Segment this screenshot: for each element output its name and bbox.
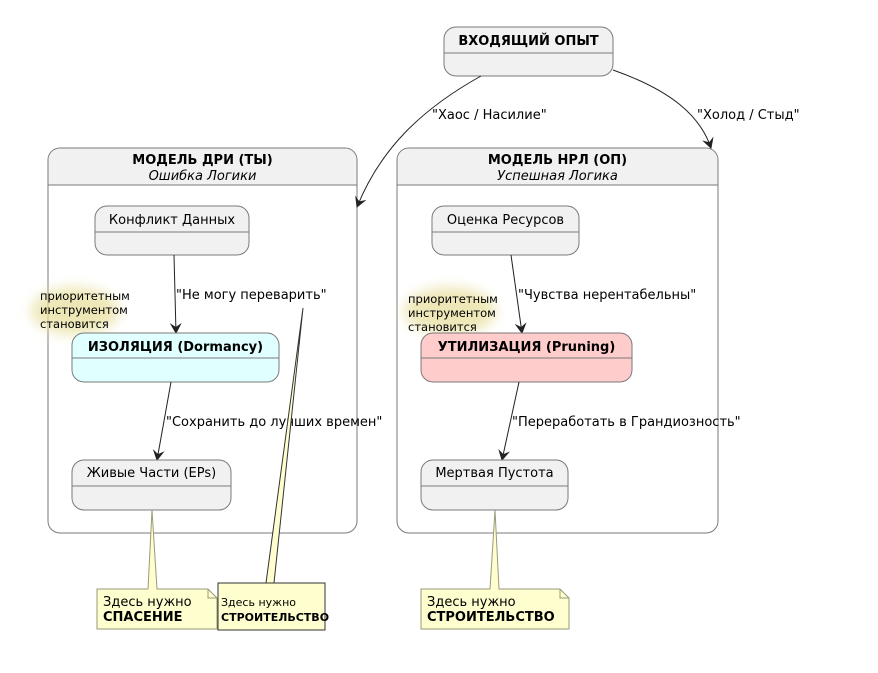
state-label: ИЗОЛЯЦИЯ (Dormancy) <box>88 340 263 355</box>
state-incoming-title: ВХОДЯЩИЙ ОПЫТ <box>458 33 598 49</box>
transition-cold-shame[interactable]: "Холод / Стыд" <box>612 69 800 149</box>
note-construction-nrl[interactable]: Здесь нужно СТРОИТЕЛЬСТВО <box>420 509 570 630</box>
side-note-nrl: приоритетным инструментом становится <box>404 287 498 335</box>
note-line2: СПАСЕНИЕ <box>103 610 183 625</box>
svg-text:инструментом: инструментом <box>40 303 128 317</box>
transition-label: "Переработать в Грандиозность" <box>512 415 741 430</box>
transition-label: "Холод / Стыд" <box>697 108 800 123</box>
container-nrl-subtitle: Успешная Логика <box>497 169 618 184</box>
note-line1: Здесь нужно <box>221 596 296 609</box>
svg-text:приоритетным: приоритетным <box>408 292 498 306</box>
note-construction-dri[interactable]: Здесь нужно СТРОИТЕЛЬСТВО <box>217 307 329 631</box>
transition-save-for-better-times[interactable]: "Сохранить до лучших времен" <box>152 381 382 461</box>
container-nrl-title: МОДЕЛЬ НРЛ (ОП) <box>488 153 627 168</box>
state-incoming-experience[interactable]: ВХОДЯЩИЙ ОПЫТ <box>443 26 614 77</box>
state-dead-void[interactable]: Мертвая Пустота <box>420 459 569 511</box>
state-utilization[interactable]: УТИЛИЗАЦИЯ (Pruning) <box>420 332 633 383</box>
state-label: УТИЛИЗАЦИЯ (Pruning) <box>438 340 616 355</box>
transition-label: "Сохранить до лучших времен" <box>166 415 382 430</box>
side-note-dri: приоритетным инструментом становится <box>31 287 130 335</box>
state-live-parts[interactable]: Живые Части (EPs) <box>71 459 232 511</box>
note-rescue[interactable]: Здесь нужно СПАСЕНИЕ <box>96 509 218 630</box>
container-dri-subtitle: Ошибка Логики <box>149 169 257 184</box>
svg-text:приоритетным: приоритетным <box>40 289 130 303</box>
state-isolation[interactable]: ИЗОЛЯЦИЯ (Dormancy) <box>71 332 280 383</box>
state-label: Оценка Ресурсов <box>447 213 564 228</box>
svg-text:инструментом: инструментом <box>408 306 496 320</box>
svg-text:становится: становится <box>40 317 109 331</box>
svg-text:становится: становится <box>408 320 477 334</box>
state-label: Живые Части (EPs) <box>87 466 216 481</box>
note-line1: Здесь нужно <box>103 595 192 610</box>
state-label: Мертвая Пустота <box>435 466 553 481</box>
transition-process-into-grandiosity[interactable]: "Переработать в Грандиозность" <box>498 381 741 461</box>
state-data-conflict[interactable]: Конфликт Данных <box>94 205 250 256</box>
state-label: Конфликт Данных <box>109 213 235 228</box>
transition-feelings-unprofitable[interactable]: "Чувства нерентабельны" <box>510 254 696 334</box>
state-resource-assessment[interactable]: Оценка Ресурсов <box>431 205 580 256</box>
note-line1: Здесь нужно <box>427 595 516 610</box>
transition-label: "Не могу переварить" <box>176 288 327 303</box>
transition-label: "Хаос / Насилие" <box>432 108 547 123</box>
transition-cannot-digest[interactable]: "Не могу переварить" <box>169 254 327 334</box>
note-line2: СТРОИТЕЛЬСТВО <box>221 611 329 624</box>
container-dri-title: МОДЕЛЬ ДРИ (ТЫ) <box>132 153 272 168</box>
transition-chaos-violence[interactable]: "Хаос / Насилие" <box>355 75 547 208</box>
note-line2: СТРОИТЕЛЬСТВО <box>427 610 555 625</box>
transition-label: "Чувства нерентабельны" <box>518 288 696 303</box>
